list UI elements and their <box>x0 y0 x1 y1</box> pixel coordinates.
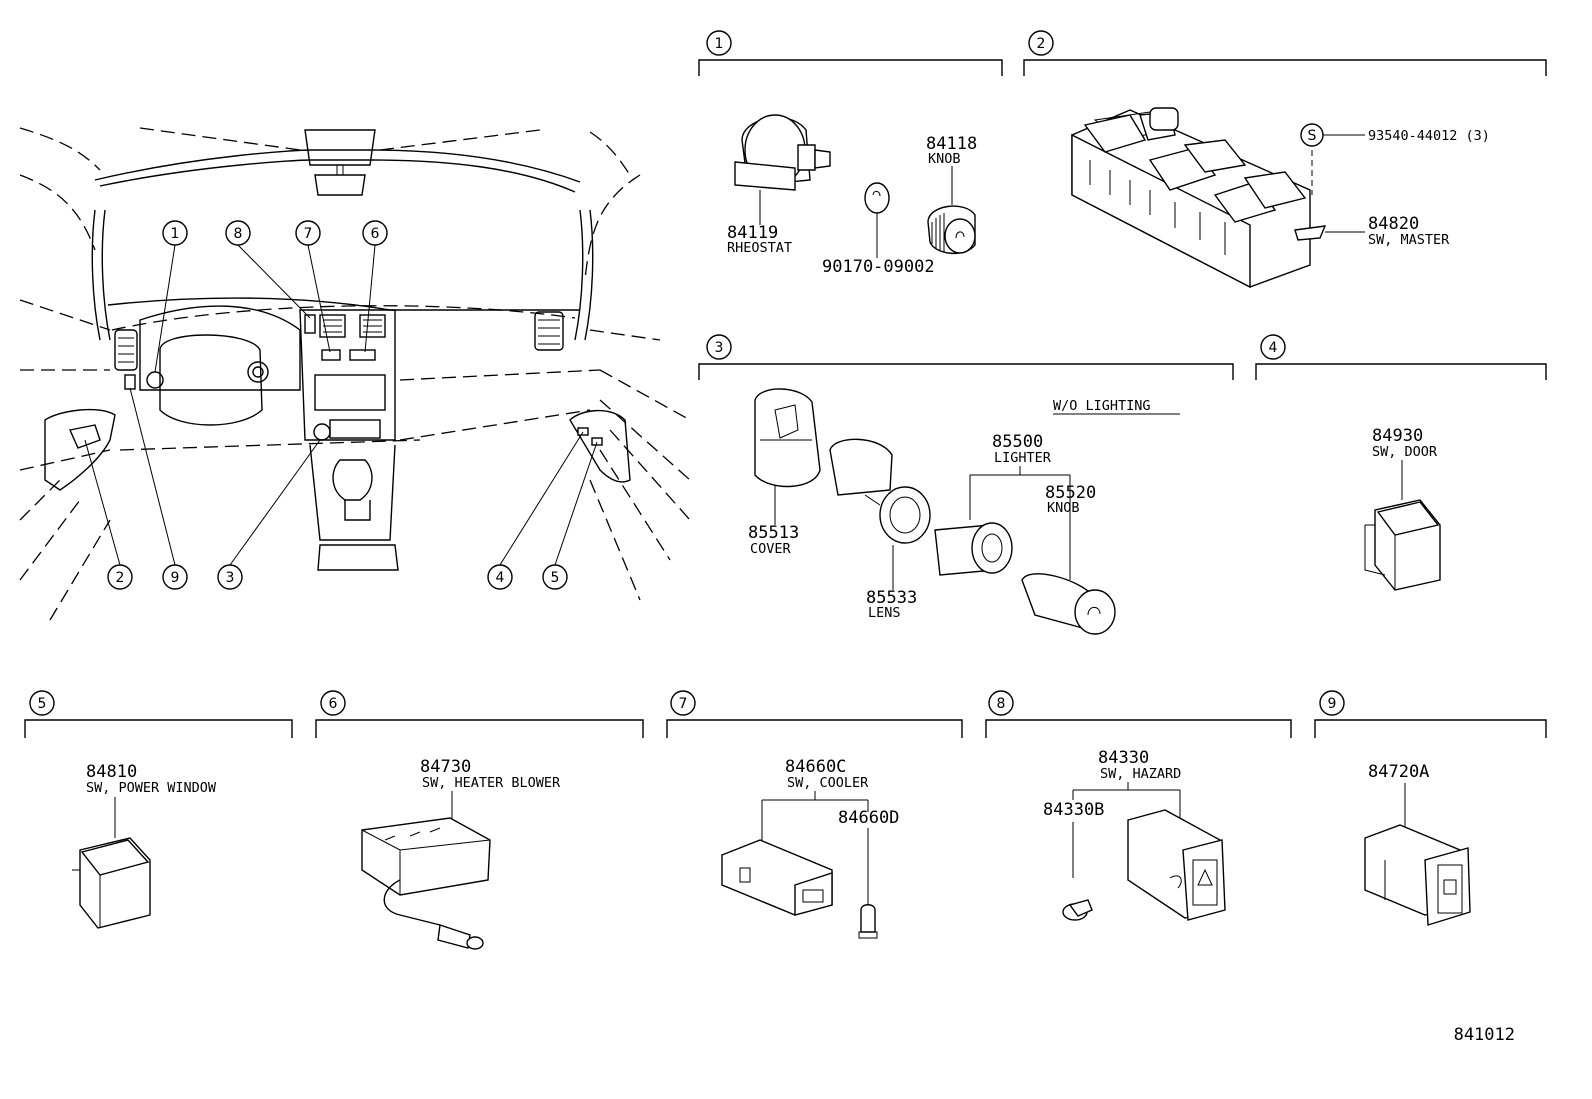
section-bracket <box>666 719 963 738</box>
cooler-switch-drawing <box>721 839 833 916</box>
section-number: 4 <box>1269 340 1278 356</box>
power-window-switch-drawing <box>72 837 151 929</box>
part-number[interactable]: 85500 <box>992 432 1043 452</box>
part-label: KNOB <box>928 151 961 167</box>
screw-symbol: S <box>1300 123 1324 147</box>
section-number: 8 <box>997 696 1006 712</box>
section-6: 6 84730 SW, HEATER BLOWER <box>315 690 644 950</box>
section-bracket <box>1314 719 1547 738</box>
rheostat-drawing <box>734 114 831 191</box>
callout-5[interactable]: 5 <box>542 564 568 590</box>
part-number[interactable]: 84930 <box>1372 426 1423 446</box>
part-number[interactable]: 85520 <box>1045 483 1096 503</box>
part-number[interactable]: 84810 <box>86 762 137 782</box>
section-2: 2 S 93540-44012 (3) 84820 SW, MASTER <box>1023 30 1547 289</box>
section-number: 9 <box>1328 696 1337 712</box>
part-number[interactable]: 84720A <box>1368 762 1429 782</box>
part-number[interactable]: 84820 <box>1368 214 1419 234</box>
callout-8[interactable]: 8 <box>225 220 251 246</box>
part-number[interactable]: 84118 <box>926 134 977 154</box>
section-5: 5 84810 SW, POWER WINDOW <box>24 690 293 929</box>
section-number: 7 <box>679 696 688 712</box>
screw-symbol-label: S <box>1308 128 1317 144</box>
part-number[interactable]: 90170-09002 <box>822 257 935 277</box>
cover-drawing <box>754 388 821 488</box>
diagram-code: 841012 <box>1454 1025 1515 1045</box>
section-number: 3 <box>715 340 724 356</box>
bulb-drawing <box>858 904 878 939</box>
section-bracket <box>24 719 293 738</box>
callout-4[interactable]: 4 <box>487 564 513 590</box>
callout-label: 8 <box>234 226 243 242</box>
switch-9-drawing <box>1364 824 1471 926</box>
callout-9[interactable]: 9 <box>162 564 188 590</box>
part-number[interactable]: 84660D <box>838 808 899 828</box>
part-number[interactable]: 85513 <box>748 523 799 543</box>
section-bracket <box>698 363 1234 380</box>
lens-drawing <box>829 438 931 544</box>
section-bracket <box>698 59 1003 76</box>
section-1: 1 84119 RHEOSTAT 90170-09002 84118 KNOB <box>698 30 1003 277</box>
section-3: 3 W/O LIGHTING 85513 COVER 85533 LENS 85… <box>698 334 1234 635</box>
part-label: SW, DOOR <box>1372 444 1438 460</box>
overview-dashboard-drawing <box>19 127 691 621</box>
part-label: SW, HAZARD <box>1100 766 1181 782</box>
section-number: 5 <box>38 696 47 712</box>
section-7: 7 84660C SW, COOLER 84660D <box>666 690 963 939</box>
door-switch-drawing <box>1364 499 1441 591</box>
part-label: LIGHTER <box>994 450 1052 466</box>
lighter-knob-drawing <box>1021 573 1116 635</box>
section-9: 9 84720A <box>1314 690 1547 926</box>
section-number: 1 <box>715 36 724 52</box>
heater-blower-switch-drawing <box>361 817 491 950</box>
part-label: COVER <box>750 541 792 557</box>
hazard-switch-drawing <box>1127 809 1226 921</box>
section-number: 2 <box>1037 36 1046 52</box>
knob-drawing <box>927 205 976 254</box>
callout-7[interactable]: 7 <box>295 220 321 246</box>
lighter-socket-drawing <box>934 522 1013 576</box>
callout-label: 1 <box>171 226 180 242</box>
callout-1[interactable]: 1 <box>162 220 188 246</box>
callout-6[interactable]: 6 <box>362 220 388 246</box>
part-label: RHEOSTAT <box>727 240 792 256</box>
callout-label: 3 <box>226 570 235 586</box>
section-8: 8 84330 SW, HAZARD 84330B <box>985 690 1292 921</box>
callout-label: 9 <box>171 570 180 586</box>
part-label: LENS <box>868 605 901 621</box>
callout-label: 4 <box>496 570 505 586</box>
clip-drawing <box>864 182 890 214</box>
section-bracket <box>1255 363 1547 380</box>
part-number[interactable]: 84330B <box>1043 800 1104 820</box>
part-label: SW, COOLER <box>787 775 869 791</box>
callout-3[interactable]: 3 <box>217 564 243 590</box>
callout-label: 5 <box>551 570 560 586</box>
hazard-bulb-drawing <box>1062 899 1093 921</box>
callout-label: 7 <box>304 226 313 242</box>
section-4: 4 84930 SW, DOOR <box>1255 334 1547 591</box>
section-bracket <box>1023 59 1547 76</box>
part-label: KNOB <box>1047 500 1080 516</box>
callout-label: 6 <box>371 226 380 242</box>
part-label: SW, HEATER BLOWER <box>422 775 561 791</box>
overview-callouts: 1 8 7 6 2 9 3 4 5 <box>107 220 568 590</box>
part-number[interactable]: 85533 <box>866 588 917 608</box>
section-number: 6 <box>329 696 338 712</box>
master-switch-drawing <box>1071 107 1327 289</box>
variant-note: W/O LIGHTING <box>1053 398 1151 414</box>
part-number[interactable]: 84660C <box>785 757 846 777</box>
section-bracket <box>315 719 644 738</box>
part-number[interactable]: 84119 <box>727 223 778 243</box>
callout-label: 2 <box>116 570 125 586</box>
section-bracket <box>985 719 1292 738</box>
callout-2[interactable]: 2 <box>107 564 133 590</box>
part-label: SW, MASTER <box>1368 232 1450 248</box>
part-number[interactable]: 93540-44012 (3) <box>1368 128 1490 144</box>
part-label: SW, POWER WINDOW <box>86 780 217 796</box>
part-number[interactable]: 84330 <box>1098 748 1149 768</box>
part-number[interactable]: 84730 <box>420 757 471 777</box>
